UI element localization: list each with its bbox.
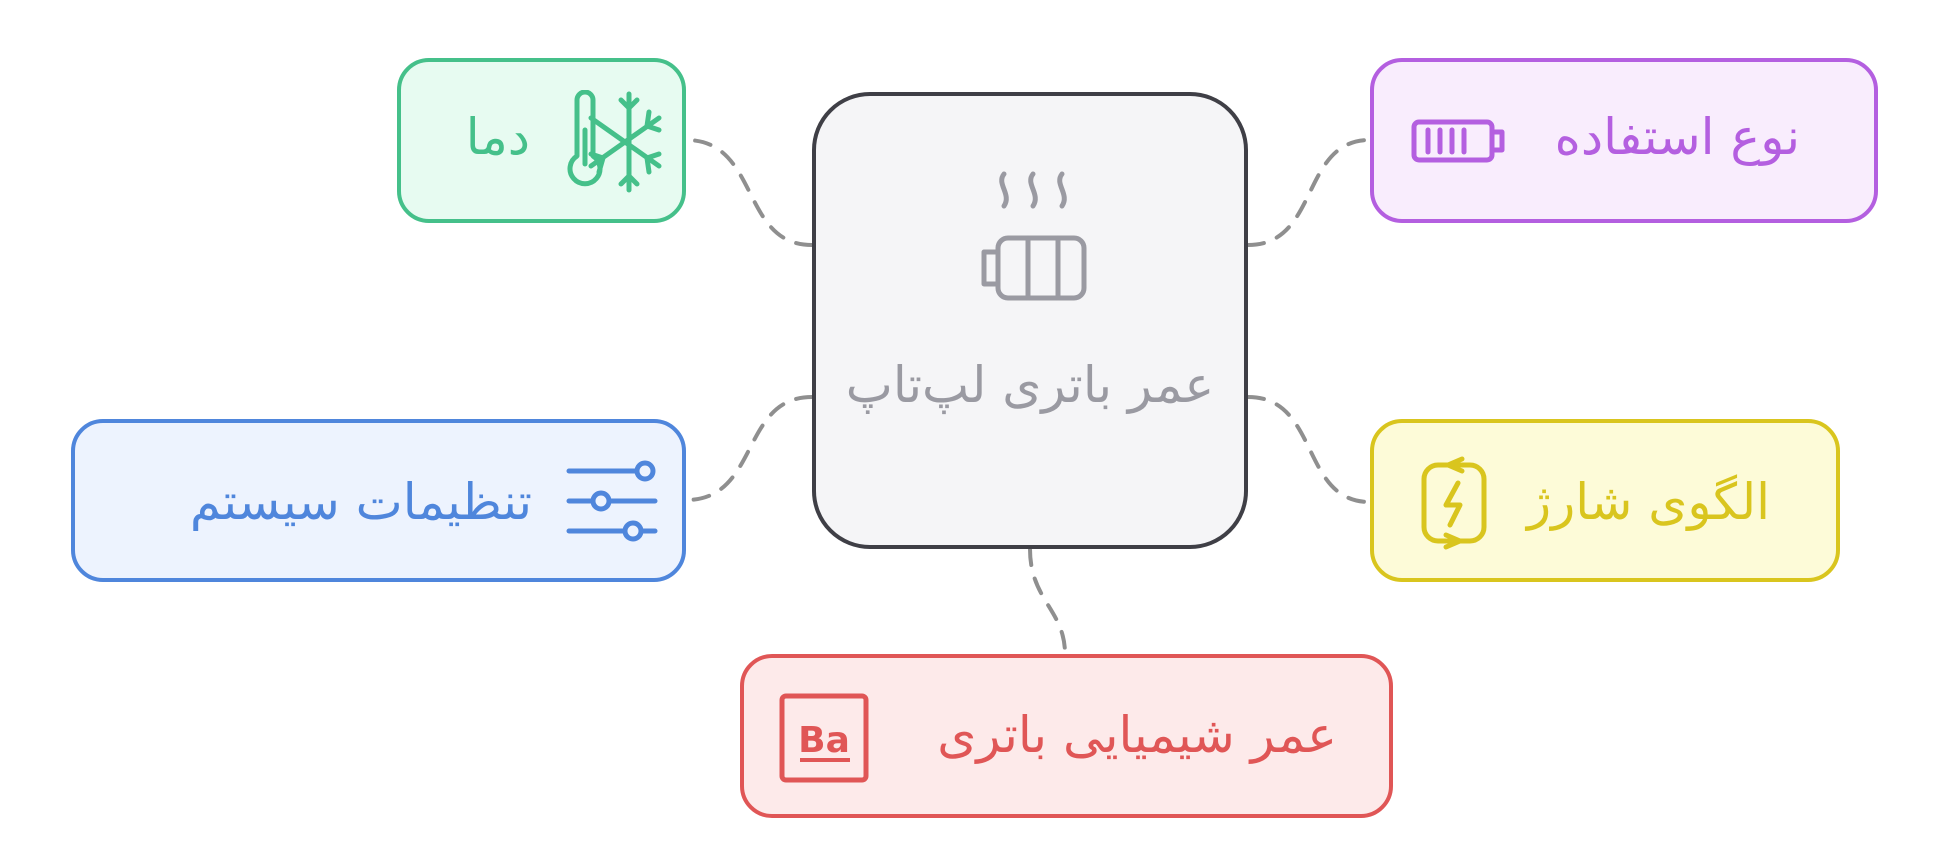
- temperature-label: دما: [465, 108, 530, 166]
- chemical-life-label: عمر شیمیایی باتری: [937, 706, 1337, 764]
- node-charging-pattern[interactable]: الگوی شارژ: [1370, 419, 1840, 582]
- connector-system: [684, 395, 814, 502]
- sliders-icon: [566, 460, 658, 542]
- barium-element-icon: Ba: [779, 693, 869, 783]
- battery-level-icon: [1411, 119, 1505, 163]
- node-chemical-life[interactable]: Ba عمر شیمیایی باتری: [740, 654, 1393, 818]
- node-temperature[interactable]: دما: [397, 58, 686, 223]
- central-topic-node[interactable]: عمر باتری لپ‌تاپ: [812, 92, 1248, 549]
- central-topic-label: عمر باتری لپ‌تاپ: [845, 356, 1215, 414]
- barium-element-text: Ba: [798, 720, 850, 761]
- heating-battery-icon: [981, 171, 1087, 301]
- node-usage-type[interactable]: نوع استفاده: [1370, 58, 1878, 223]
- usage-type-label: نوع استفاده: [1554, 108, 1800, 166]
- connector-usage: [1246, 138, 1372, 247]
- connector-temp: [684, 138, 814, 247]
- thermometer-snowflake-icon: [567, 90, 662, 193]
- connector-charge: [1246, 395, 1372, 504]
- charging-battery-icon: [1421, 456, 1487, 550]
- charging-pattern-label: الگوی شارژ: [1526, 473, 1770, 531]
- connector-chem: [1028, 547, 1067, 656]
- system-settings-label: تنظیمات سیستم: [189, 473, 532, 531]
- node-system-settings[interactable]: تنظیمات سیستم: [71, 419, 686, 582]
